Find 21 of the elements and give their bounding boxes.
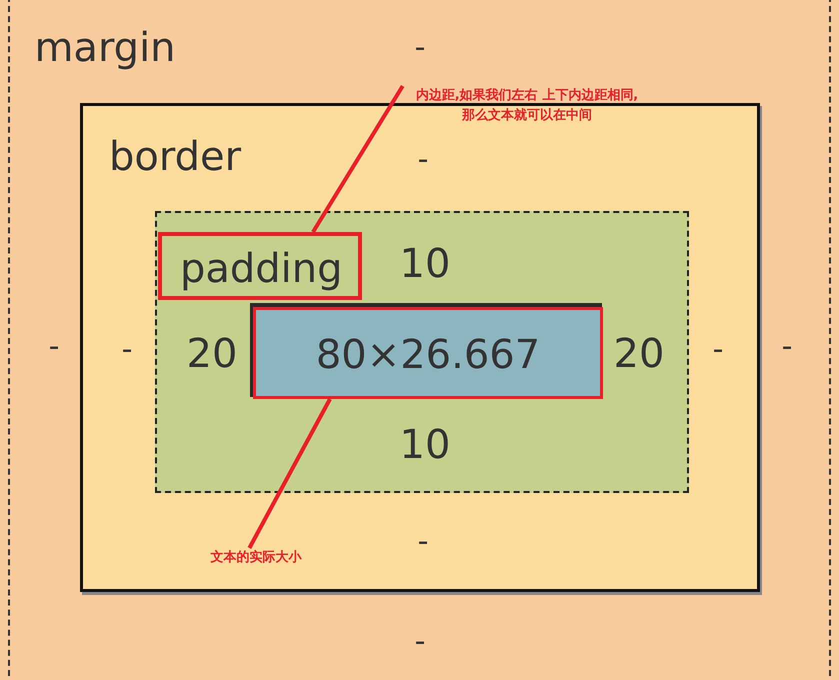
value-label: 20: [186, 334, 238, 374]
value-label: -: [414, 627, 426, 657]
leader-line: [311, 84, 404, 234]
border-box: [80, 103, 760, 592]
box-title: margin: [34, 28, 176, 68]
value-label: -: [418, 527, 428, 557]
value-label: -: [414, 33, 426, 63]
value-label: -: [418, 145, 428, 175]
value-label: 10: [400, 425, 450, 465]
box-title: border: [108, 137, 242, 177]
padding-box: [155, 211, 689, 493]
annotation-text: 内边距,如果我们左右 上下内边距相同,那么文本就可以在中间: [414, 86, 640, 128]
value-label: 10: [400, 244, 450, 284]
annotation-text: 文本的实际大小: [201, 548, 311, 568]
value-label: 20: [614, 334, 664, 374]
value-label: -: [712, 335, 724, 365]
value-label: -: [782, 332, 792, 362]
padding-label: padding: [158, 232, 362, 300]
value-label: -: [48, 332, 60, 362]
leader-line: [248, 398, 332, 549]
value-label: -: [122, 335, 132, 365]
